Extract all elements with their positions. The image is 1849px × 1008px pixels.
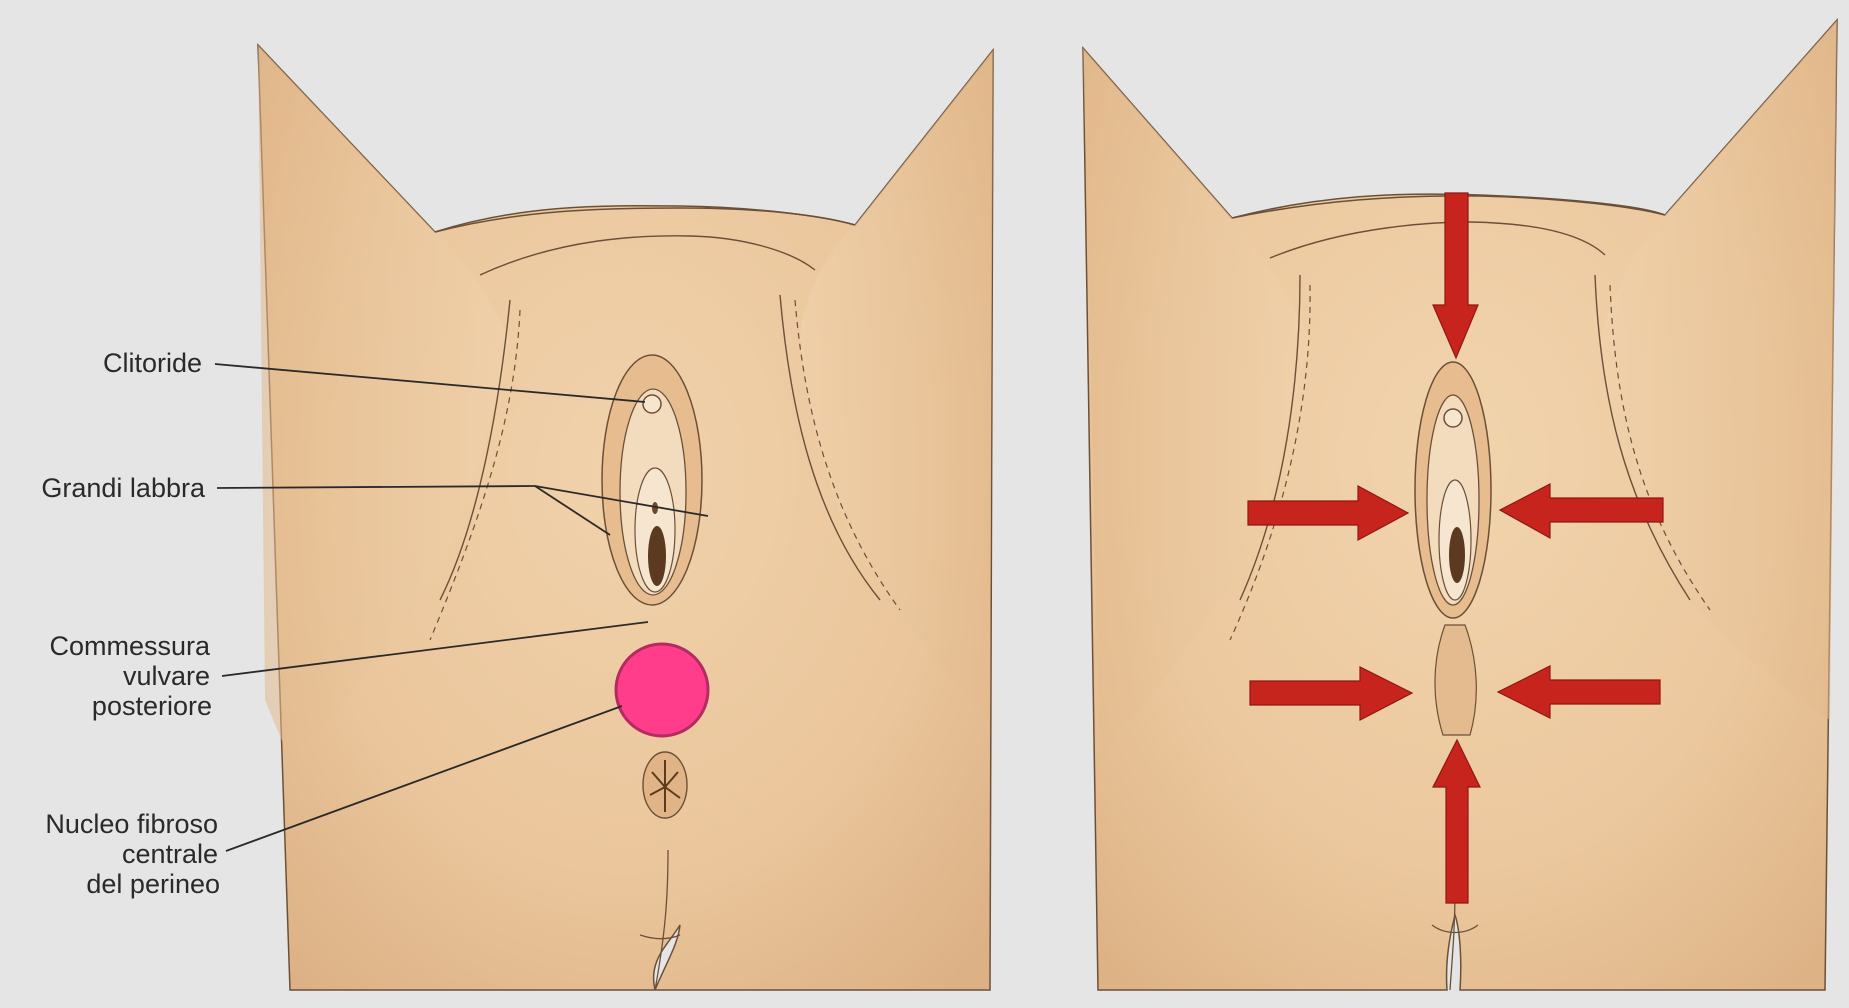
left-vaginal-opening bbox=[648, 526, 666, 586]
labels: Clitoride Grandi labbra Commessura vulva… bbox=[41, 348, 220, 899]
label-nucleo-line2: centrale bbox=[122, 839, 218, 869]
right-clitoris bbox=[1444, 409, 1462, 427]
label-commessura-line1: Commessura bbox=[49, 631, 211, 661]
right-perineal-ridge bbox=[1435, 625, 1476, 735]
central-perineum-marker bbox=[616, 644, 708, 736]
label-commessura-line3: posteriore bbox=[92, 691, 212, 721]
label-nucleo-line1: Nucleo fibroso bbox=[45, 809, 218, 839]
left-panel bbox=[258, 45, 993, 990]
label-commessura-line2: vulvare bbox=[123, 661, 210, 691]
left-clitoris bbox=[643, 395, 661, 413]
right-vaginal-opening bbox=[1449, 527, 1465, 583]
label-clitoride: Clitoride bbox=[103, 348, 202, 378]
right-panel bbox=[1083, 20, 1837, 990]
label-nucleo-line3: del perineo bbox=[86, 869, 220, 899]
label-grandi-labbra: Grandi labbra bbox=[41, 473, 206, 503]
